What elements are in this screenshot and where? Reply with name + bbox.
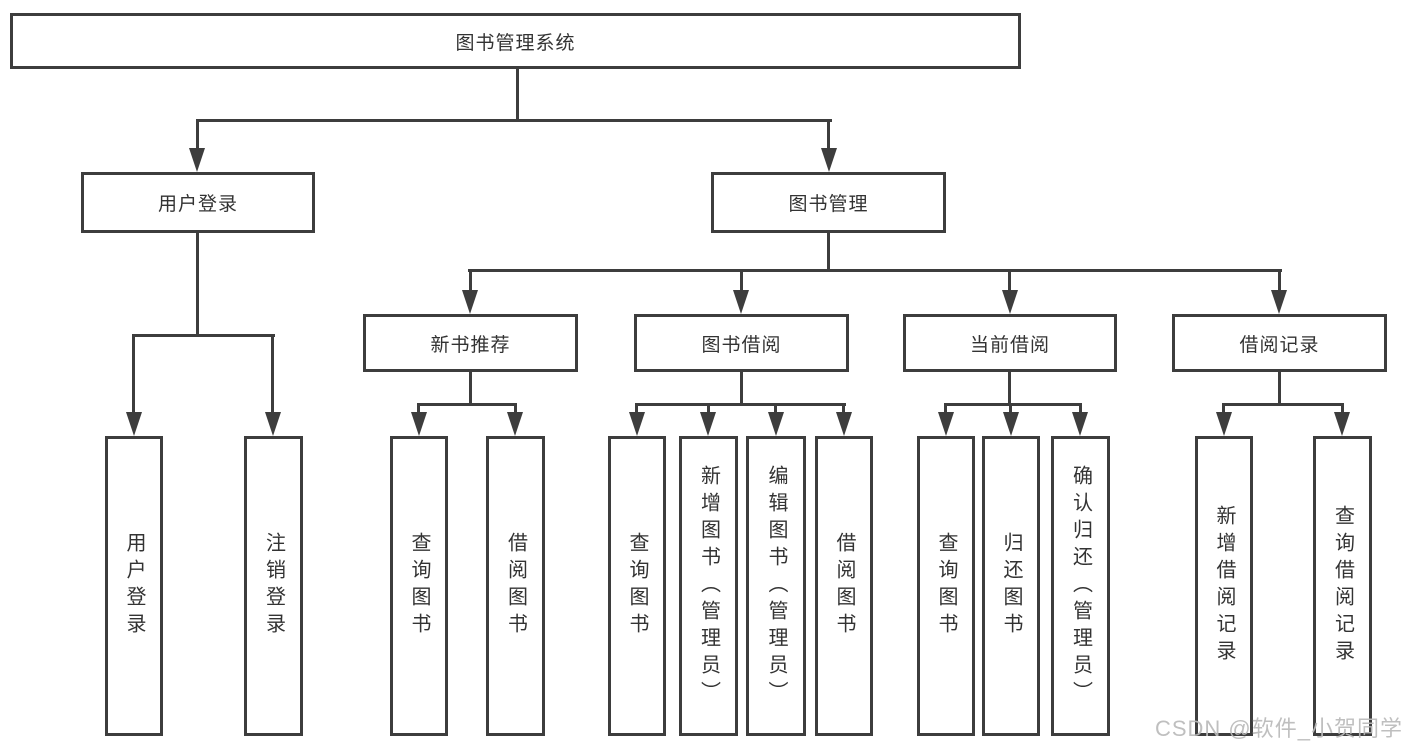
connector-horizontal: [1222, 403, 1344, 406]
node-book-borrow: 图书借阅: [634, 314, 849, 372]
leaf-borrow-query-books: 查询图书: [608, 436, 666, 736]
arrow-down-icon: [836, 412, 852, 436]
leaf-recommend-borrow-books: 借阅图书: [486, 436, 545, 736]
leaf-current-query-books: 查询图书: [917, 436, 975, 736]
arrow-down-icon: [700, 412, 716, 436]
connector-vertical: [1008, 271, 1011, 292]
arrow-down-icon: [1216, 412, 1232, 436]
leaf-logout: 注销登录: [244, 436, 303, 736]
leaf-recommend-query-books: 查询图书: [390, 436, 448, 736]
connector-vertical: [707, 405, 710, 414]
leaf-confirm-return-admin: 确认归还（管理员）: [1051, 436, 1110, 736]
arrow-down-icon: [189, 148, 205, 172]
connector-vertical: [827, 121, 830, 151]
connector-vertical: [1341, 405, 1344, 414]
connector-vertical: [132, 336, 135, 414]
leaf-return-books: 归还图书: [982, 436, 1040, 736]
connector-vertical: [196, 121, 199, 151]
leaf-edit-books-admin: 编辑图书（管理员）: [746, 436, 806, 736]
arrow-down-icon: [768, 412, 784, 436]
connector-vertical: [469, 372, 472, 405]
node-root-library-system: 图书管理系统: [10, 13, 1021, 69]
connector-vertical: [774, 405, 777, 414]
connector-vertical: [944, 405, 947, 414]
connector-vertical: [740, 372, 743, 405]
arrow-down-icon: [126, 412, 142, 436]
connector-vertical: [1009, 405, 1012, 414]
connector-horizontal: [944, 403, 1082, 406]
connector-vertical: [635, 405, 638, 414]
arrow-down-icon: [1003, 412, 1019, 436]
connector-vertical: [842, 405, 845, 414]
arrow-down-icon: [821, 148, 837, 172]
connector-vertical: [514, 405, 517, 414]
connector-vertical: [196, 233, 199, 336]
leaf-add-borrow-record: 新增借阅记录: [1195, 436, 1253, 736]
connector-horizontal: [196, 119, 832, 122]
arrow-down-icon: [733, 290, 749, 314]
connector-vertical: [1008, 372, 1011, 405]
node-borrow-records: 借阅记录: [1172, 314, 1387, 372]
node-book-management: 图书管理: [711, 172, 946, 233]
arrow-down-icon: [462, 290, 478, 314]
connector-horizontal: [468, 269, 1282, 272]
connector-vertical: [1278, 271, 1281, 292]
leaf-borrow-books: 借阅图书: [815, 436, 873, 736]
connector-vertical: [271, 336, 274, 414]
csdn-watermark: CSDN @软件_小贺同学: [1154, 716, 1403, 741]
arrow-down-icon: [629, 412, 645, 436]
node-new-book-recommend: 新书推荐: [363, 314, 578, 372]
leaf-query-borrow-record: 查询借阅记录: [1313, 436, 1372, 736]
node-current-borrow: 当前借阅: [903, 314, 1117, 372]
connector-vertical: [469, 271, 472, 292]
connector-vertical: [516, 69, 519, 121]
node-user-login: 用户登录: [81, 172, 315, 233]
connector-vertical: [1222, 405, 1225, 414]
arrow-down-icon: [938, 412, 954, 436]
leaf-add-books-admin: 新增图书（管理员）: [679, 436, 738, 736]
arrow-down-icon: [507, 412, 523, 436]
connector-vertical: [1079, 405, 1082, 414]
arrow-down-icon: [1271, 290, 1287, 314]
connector-horizontal: [417, 403, 517, 406]
connector-vertical: [1278, 372, 1281, 405]
connector-horizontal: [132, 334, 275, 337]
arrow-down-icon: [1334, 412, 1350, 436]
connector-horizontal: [635, 403, 846, 406]
leaf-user-login: 用户登录: [105, 436, 163, 736]
connector-vertical: [740, 271, 743, 292]
arrow-down-icon: [411, 412, 427, 436]
arrow-down-icon: [1072, 412, 1088, 436]
arrow-down-icon: [1002, 290, 1018, 314]
arrow-down-icon: [265, 412, 281, 436]
connector-vertical: [827, 233, 830, 271]
connector-vertical: [417, 405, 420, 414]
